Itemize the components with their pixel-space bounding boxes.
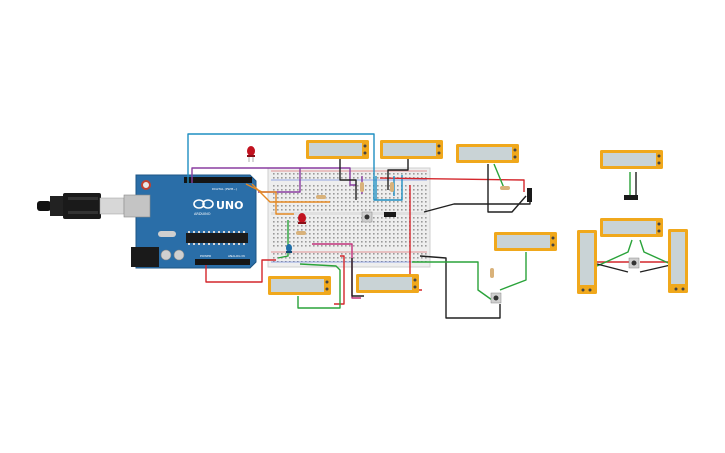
- wire-orange-2[interactable]: [251, 183, 330, 203]
- usb-port: [123, 194, 151, 218]
- wire-red-2[interactable]: [379, 177, 525, 192]
- resistor-2[interactable]: [296, 231, 306, 235]
- reset-button[interactable]: [141, 180, 151, 190]
- infinity-logo-icon: [193, 199, 214, 209]
- resistor-3[interactable]: [360, 182, 364, 192]
- tilt-sensor[interactable]: [624, 195, 638, 200]
- push-button-2[interactable]: [490, 292, 502, 304]
- capacitor-2: [173, 249, 185, 261]
- resistor-4[interactable]: [390, 182, 394, 192]
- wire-green-2[interactable]: [297, 263, 341, 309]
- push-button-1[interactable]: [361, 211, 373, 223]
- lcd-display-10[interactable]: [668, 229, 688, 293]
- lcd-display-4[interactable]: [494, 232, 557, 251]
- wire-black-5[interactable]: [487, 164, 527, 213]
- wire-red-1[interactable]: [205, 259, 276, 283]
- wire-green-6[interactable]: [626, 172, 631, 197]
- wire-red-4[interactable]: [334, 255, 345, 305]
- wires: [187, 133, 676, 319]
- led-red-1[interactable]: [247, 146, 255, 162]
- wire-black-6[interactable]: [351, 258, 364, 297]
- wire-blue[interactable]: [187, 133, 403, 201]
- lcd-display-1[interactable]: [306, 140, 369, 159]
- analog-label: ANALOG IN: [228, 254, 245, 258]
- crystal: [158, 231, 176, 237]
- wire-green-5[interactable]: [499, 252, 527, 291]
- arduino-uno-board[interactable]: UNO ARDUINO DIGITAL (PWM~) ANALOG IN POW…: [123, 174, 257, 269]
- lcd-display-3[interactable]: [456, 144, 519, 163]
- lcd-display-6[interactable]: [356, 274, 419, 293]
- uno-label: UNO: [216, 199, 244, 212]
- wire-green-4[interactable]: [493, 163, 505, 189]
- digital-header: [184, 177, 252, 183]
- resistor-5[interactable]: [500, 186, 510, 190]
- slide-switch[interactable]: [527, 188, 532, 202]
- resistors: [296, 182, 510, 278]
- wire-green-7[interactable]: [596, 239, 633, 267]
- capacitor-1: [160, 249, 172, 261]
- wire-purple-1[interactable]: [191, 167, 356, 186]
- resistor-6[interactable]: [490, 268, 494, 278]
- lcd-display-5[interactable]: [268, 276, 331, 295]
- resistor-1[interactable]: [316, 195, 326, 199]
- lcd-display-8[interactable]: [600, 218, 663, 237]
- power-label: POWER: [200, 254, 211, 258]
- led-blue[interactable]: [286, 244, 292, 253]
- arduino-brand-label: ARDUINO: [194, 212, 211, 216]
- wire-black-2[interactable]: [419, 255, 501, 319]
- wire-black-8[interactable]: [596, 263, 629, 273]
- led-red-2[interactable]: [298, 213, 306, 224]
- ic-component[interactable]: [384, 212, 396, 217]
- lcd-display-9[interactable]: [577, 230, 597, 294]
- wire-green-3[interactable]: [412, 261, 493, 301]
- atmega-chip: [186, 233, 248, 243]
- wire-green-8[interactable]: [639, 239, 676, 267]
- push-button-3[interactable]: [628, 257, 640, 269]
- wire-black-3[interactable]: [339, 154, 357, 200]
- lcd-display-7[interactable]: [600, 150, 663, 169]
- analog-power-header: [195, 259, 250, 265]
- lcd-display-2[interactable]: [380, 140, 443, 159]
- breadboard[interactable]: [267, 167, 431, 268]
- wire-black-4[interactable]: [387, 156, 409, 190]
- power-jack: [131, 247, 159, 267]
- wire-green-1[interactable]: [277, 220, 289, 259]
- digital-label: DIGITAL (PWM~): [212, 187, 237, 191]
- wire-magenta[interactable]: [312, 243, 361, 299]
- usb-cable[interactable]: [37, 193, 125, 219]
